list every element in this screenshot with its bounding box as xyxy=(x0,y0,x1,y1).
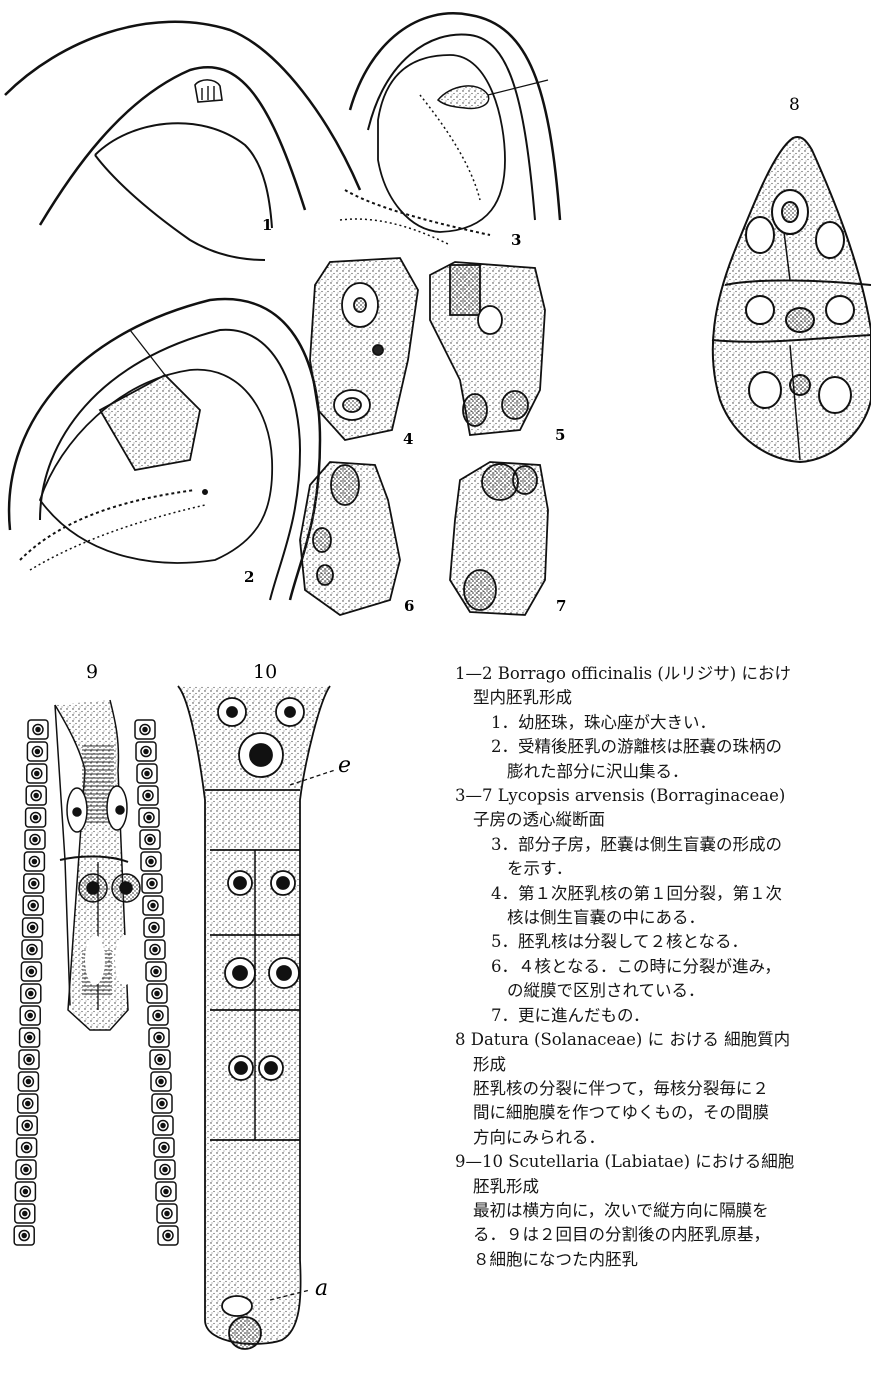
cell-nucleolus xyxy=(166,1234,170,1238)
cell-nucleolus xyxy=(144,750,148,754)
cell-nucleolus xyxy=(149,860,153,864)
cell-nucleolus xyxy=(23,1190,27,1194)
label-figure-2: 2 xyxy=(244,568,254,586)
label-a: a xyxy=(315,1276,328,1301)
cell-nucleolus xyxy=(36,728,40,732)
caption-item-6-cont: の縦膜で区別されている． xyxy=(455,979,871,1003)
cell-nucleolus xyxy=(23,1212,27,1216)
cell-nucleolus xyxy=(25,1124,29,1128)
cell-nucleolus xyxy=(31,904,35,908)
label-figure-8: 8 xyxy=(789,95,800,115)
cell-nucleolus xyxy=(26,1102,30,1106)
cell-nucleolus xyxy=(148,838,152,842)
cell-nucleolus xyxy=(26,1080,30,1084)
cell-nucleolus xyxy=(34,794,38,798)
caption-group-1-heading-cont: 型内胚乳形成 xyxy=(455,686,871,710)
cell-nucleolus xyxy=(162,1146,166,1150)
cell-nucleolus xyxy=(29,970,33,974)
cell-nucleolus xyxy=(156,1014,160,1018)
label-figure-9: 9 xyxy=(86,661,98,683)
cell-nucleolus xyxy=(25,1146,29,1150)
cell-nucleolus xyxy=(32,860,36,864)
caption-item-3: 3．部分子房，胚嚢は側生盲嚢の形成の xyxy=(455,833,871,857)
label-figure-1: 1 xyxy=(262,216,272,234)
caption-group-2-heading-cont: 子房の透心縦断面 xyxy=(455,808,871,832)
figure-4-embryo-sac xyxy=(310,258,418,440)
caption-item-2-cont: 膨れた部分に沢山集る． xyxy=(455,760,871,784)
caption-group-4-text-1: 最初は横方向に，次いで縦方向に隔膜を xyxy=(455,1199,871,1223)
figure-6-embryo-sac xyxy=(300,462,400,615)
caption-item-7: 7．更に進んだもの． xyxy=(455,1004,871,1028)
caption-item-6: 6．４核となる．この時に分裂が進み， xyxy=(455,955,871,979)
figure-2-ovule xyxy=(9,299,320,600)
cell-nucleolus xyxy=(161,1124,165,1128)
caption-item-5: 5．胚乳核は分裂して２核となる． xyxy=(455,930,871,954)
label-figure-10: 10 xyxy=(253,661,277,683)
cell-nucleolus xyxy=(22,1234,26,1238)
label-figure-4: 4 xyxy=(403,430,413,448)
cell-nucleolus xyxy=(164,1190,168,1194)
cell-nucleolus xyxy=(152,926,156,930)
figure-9-scutellaria-endosperm xyxy=(14,700,178,1245)
cell-nucleolus xyxy=(155,992,159,996)
cell-nucleolus xyxy=(34,816,38,820)
cell-nucleolus xyxy=(28,1036,32,1040)
cell-nucleolus xyxy=(165,1212,169,1216)
cell-nucleolus xyxy=(33,838,37,842)
figure-3-partial-ovary xyxy=(340,13,560,245)
cell-nucleolus xyxy=(158,1058,162,1062)
cell-nucleolus xyxy=(143,728,147,732)
caption-group-3-heading: 8 Datura (Solanaceae) に おける 細胞質内 xyxy=(455,1028,871,1052)
caption-item-2: 2．受精後胚乳の游離核は胚嚢の珠柄の xyxy=(455,735,871,759)
cell-nucleolus xyxy=(153,948,157,952)
label-figure-5: 5 xyxy=(555,426,565,444)
label-figure-3: 3 xyxy=(511,231,521,249)
cell-nucleolus xyxy=(151,904,155,908)
cell-nucleolus xyxy=(145,772,149,776)
cell-nucleolus xyxy=(27,1058,31,1062)
caption-group-4-heading-cont: 胚乳形成 xyxy=(455,1175,871,1199)
figure-caption: 1—2 Borrago officinalis (ルリジサ) におけ 型内胚乳形… xyxy=(455,662,871,1272)
figure-7-embryo-sac xyxy=(450,462,548,615)
caption-group-4-text-2: る．９は２回目の分割後の内胚乳原基， xyxy=(455,1223,871,1247)
cell-nucleolus xyxy=(30,948,34,952)
figure-8-datura-endosperm xyxy=(712,137,871,462)
caption-group-1-heading: 1—2 Borrago officinalis (ルリジサ) におけ xyxy=(455,662,871,686)
caption-item-1: 1．幼胚珠，珠心座が大きい． xyxy=(455,711,871,735)
caption-group-3-text-2: 間に細胞膜を作つてゆくもの，その間膜 xyxy=(455,1101,871,1125)
caption-group-3-heading-cont: 形成 xyxy=(455,1053,871,1077)
cell-nucleolus xyxy=(24,1168,28,1172)
cell-nucleolus xyxy=(28,1014,32,1018)
cell-nucleolus xyxy=(146,794,150,798)
cell-nucleolus xyxy=(150,882,154,886)
cell-nucleolus xyxy=(154,970,158,974)
cell-nucleolus xyxy=(163,1168,167,1172)
label-e: e xyxy=(338,753,351,778)
label-figure-6: 6 xyxy=(404,597,414,615)
cell-nucleolus xyxy=(32,882,36,886)
cell-nucleolus xyxy=(147,816,151,820)
caption-group-3-text-3: 方向にみられる． xyxy=(455,1126,871,1150)
figure-5-embryo-sac xyxy=(430,262,545,435)
figure-1-ovule xyxy=(5,22,360,260)
caption-item-4-cont: 核は側生盲嚢の中にある． xyxy=(455,906,871,930)
caption-group-4-heading: 9—10 Scutellaria (Labiatae) における細胞 xyxy=(455,1150,871,1174)
caption-item-3-cont: を示す． xyxy=(455,857,871,881)
cell-nucleolus xyxy=(35,772,39,776)
caption-group-3-text-1: 胚乳核の分裂に伴つて，毎核分裂毎に２ xyxy=(455,1077,871,1101)
cell-nucleolus xyxy=(160,1102,164,1106)
caption-item-4: 4．第１次胚乳核の第１回分裂，第１次 xyxy=(455,882,871,906)
label-figure-7: 7 xyxy=(556,597,566,615)
cell-nucleolus xyxy=(31,926,35,930)
cell-nucleolus xyxy=(157,1036,161,1040)
cell-nucleolus xyxy=(29,992,33,996)
figure-10-scutellaria-endosperm xyxy=(178,686,335,1349)
cell-nucleolus xyxy=(35,750,39,754)
cell-nucleolus xyxy=(159,1080,163,1084)
caption-group-2-heading: 3—7 Lycopsis arvensis (Borraginaceae) xyxy=(455,784,871,808)
caption-group-4-text-3: ８細胞になつた内胚乳 xyxy=(455,1248,871,1272)
